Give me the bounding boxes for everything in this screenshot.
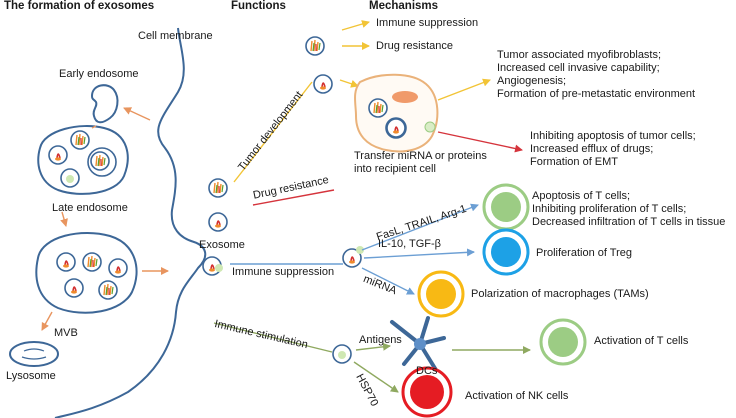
drug-effects-list: Inhibiting apoptosis of tumor cells; Inc… <box>530 130 696 169</box>
drug-effect: Increased efflux of drugs; <box>530 143 654 155</box>
header-functions: Functions <box>231 0 286 12</box>
label-immune-suppression: Immune suppression <box>232 266 335 278</box>
tumor-effect: Formation of pre-metastatic environment <box>497 88 696 100</box>
label-macrophages: Polarization of macrophages (TAMs) <box>471 288 649 300</box>
tumor-effect: Increased cell invasive capability; <box>497 62 660 74</box>
cell-membrane <box>54 27 207 418</box>
transfer-label: Transfer miRNA or proteins into recipien… <box>354 150 487 176</box>
exosome-antigen <box>215 264 223 272</box>
mvb-vesicle <box>56 252 76 272</box>
tcell-effect: Apoptosis of T cells; <box>532 190 631 202</box>
tumor-effect: Angiogenesis; <box>497 75 567 87</box>
label-il10: IL-10, TGF-β <box>378 238 441 250</box>
tcell-effects-list: Apoptosis of T cells; Inhibiting prolife… <box>532 190 725 229</box>
tcell-effect: Inhibiting proliferation of T cells; <box>532 203 687 215</box>
arrow-immune-suppression-mech <box>341 20 370 31</box>
arrow-drug-effects <box>437 131 523 153</box>
label-late-endosome: Late endosome <box>52 202 128 214</box>
arrow-mirna <box>361 267 415 295</box>
label-treg: Proliferation of Treg <box>536 247 632 259</box>
label-tcell-activation: Activation of T cells <box>594 335 689 347</box>
arrow-membrane-to-early-endosome <box>123 107 151 121</box>
lysosome <box>9 341 59 367</box>
exosome-vesicle <box>208 178 228 198</box>
treg-nucleus <box>491 237 521 267</box>
label-exosome: Exosome <box>199 239 245 251</box>
label-cell-membrane: Cell membrane <box>138 30 213 42</box>
label-nk-activation: Activation of NK cells <box>465 390 569 402</box>
tumor-development-line <box>233 81 313 183</box>
tumor-effects-list: Tumor associated myofibroblasts; Increas… <box>497 49 695 101</box>
late-endosome-vesicle <box>70 130 90 150</box>
mvb-vesicle <box>108 258 128 278</box>
exosome-vesicle <box>208 212 228 232</box>
recipient-cell-vesicle <box>368 98 388 118</box>
recipient-cell-antigen <box>424 121 436 133</box>
macrophage-nucleus <box>426 279 456 309</box>
mvb-vesicle <box>64 278 84 298</box>
arrow-antigens <box>355 342 391 351</box>
dendritic-cell-body <box>414 338 426 350</box>
transfer-line: Transfer miRNA or proteins <box>354 150 487 162</box>
drug-effect: Formation of EMT <box>530 156 619 168</box>
drug-resistance-line <box>252 189 335 206</box>
recipient-cell-nucleus <box>392 91 418 103</box>
early-endosome <box>90 84 119 124</box>
mvb-vesicle <box>82 252 102 272</box>
label-dcs: DCs <box>416 365 438 377</box>
label-early-endosome: Early endosome <box>59 68 139 80</box>
arrow-tumor-effects <box>437 78 491 101</box>
mechanism-vesicle <box>313 74 333 94</box>
recipient-cell-vesicle <box>386 118 406 138</box>
arrow-to-recipient-cell <box>339 79 359 88</box>
arrow-fasl <box>361 203 479 251</box>
arrow-hsp70 <box>353 361 399 393</box>
lysosome-membrane-mark <box>21 348 47 360</box>
late-endosome-vesicle <box>48 145 68 165</box>
tcell-effect: Decreased infiltration of T cells in tis… <box>532 216 726 228</box>
label-mech-drug-resistance: Drug resistance <box>376 40 454 52</box>
nk-cell-nucleus <box>410 375 444 409</box>
arrow-mvb-to-lysosome <box>41 311 53 331</box>
suppression-vesicle-antigen <box>356 246 364 254</box>
header-formation: The formation of exosomes <box>4 0 155 12</box>
label-antigens: Antigens <box>359 334 402 346</box>
late-endosome-vesicle <box>60 168 80 188</box>
label-lysosome: Lysosome <box>6 370 56 382</box>
stimulation-vesicle <box>332 344 352 364</box>
tumor-effect: Tumor associated myofibroblasts; <box>497 49 662 61</box>
mechanism-vesicle <box>305 36 325 56</box>
label-mech-immune-suppression: Immune suppression <box>376 17 479 29</box>
header-mechanisms: Mechanisms <box>369 0 439 12</box>
mvb-vesicle <box>98 280 118 300</box>
t-cell-nucleus <box>491 192 521 222</box>
transfer-line: into recipient cell <box>354 163 436 175</box>
arrow-il10 <box>363 248 475 259</box>
arrow-late-endosome-to-mvb <box>60 211 68 227</box>
late-endosome-vesicle <box>90 151 110 171</box>
immune-stimulation-line <box>213 322 333 353</box>
activated-t-cell-nucleus <box>548 327 578 357</box>
label-mvb: MVB <box>54 327 78 339</box>
drug-effect: Inhibiting apoptosis of tumor cells; <box>530 130 696 142</box>
arrow-early-to-late-endosome <box>91 125 97 129</box>
recipient-cell <box>354 73 439 153</box>
